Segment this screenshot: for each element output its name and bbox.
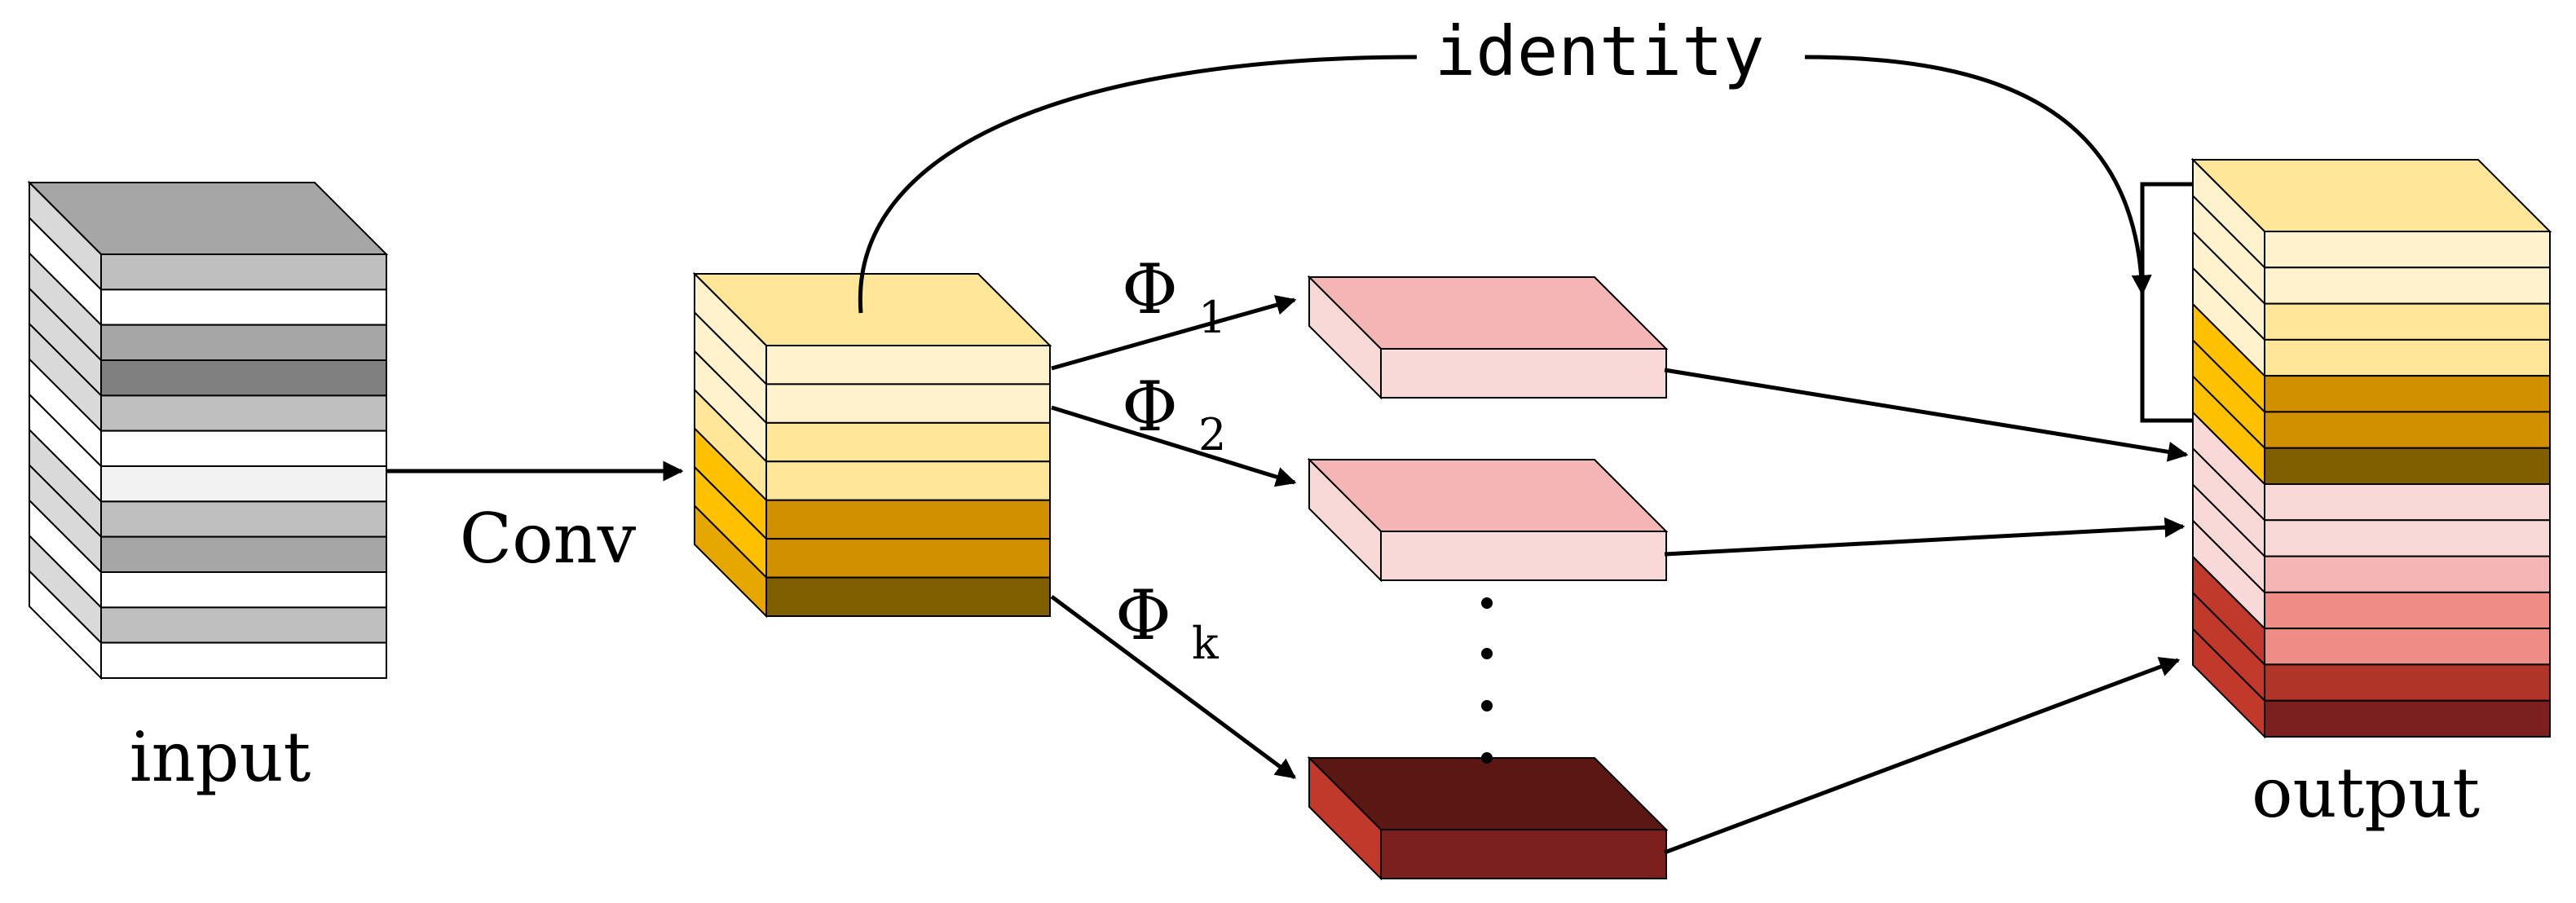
block-front-layer — [1380, 348, 1667, 399]
ellipsis-dot — [1481, 700, 1493, 711]
phi1-to-output-arrow — [1664, 368, 2189, 462]
conv-to-phik-arrow — [1050, 594, 1297, 780]
identity-concat-bracket — [2140, 182, 2193, 423]
block-front-layer — [2264, 447, 2551, 485]
block-front-layer — [765, 576, 1051, 617]
input-label: input — [130, 717, 311, 797]
block-front-layer — [100, 253, 387, 291]
block-front-layer — [765, 421, 1051, 463]
vertical-ellipsis — [1481, 597, 1493, 764]
ellipsis-dot — [1481, 648, 1493, 659]
block-front-layer — [2264, 302, 2551, 341]
block-front-layer — [100, 324, 387, 361]
conv-to-phi1-arrow — [1051, 295, 1297, 371]
output-tensor-block — [2190, 157, 2552, 739]
block-front-layer — [765, 345, 1051, 385]
phi1-label: Φ 1 — [1122, 249, 1226, 343]
phi1-symbol: Φ — [1122, 249, 1178, 329]
block-front-layer — [2264, 375, 2551, 413]
block-front-layer — [765, 538, 1051, 579]
phi1-subscript: 1 — [1198, 292, 1226, 343]
block-front-layer — [2264, 231, 2551, 269]
phi2-to-output-arrow — [1664, 517, 2186, 557]
block-front-layer — [2264, 338, 2551, 377]
block-front-layer — [100, 289, 387, 326]
block-front-layer — [100, 359, 387, 397]
phi2-subscript: 2 — [1198, 409, 1226, 460]
block-front-layer — [765, 383, 1051, 424]
block-front-layer — [2264, 663, 2551, 702]
phik-symbol: Φ — [1115, 575, 1171, 655]
phik-to-output-arrow — [1664, 657, 2181, 855]
conv-feature-block — [692, 271, 1052, 619]
block-front-layer — [100, 500, 387, 538]
block-front-layer — [2264, 591, 2551, 630]
conv-to-phi2-arrow — [1051, 405, 1297, 487]
block-front-layer — [2264, 555, 2551, 593]
ellipsis-dot — [1481, 597, 1493, 609]
phi2-label: Φ 2 — [1122, 367, 1226, 460]
block-front-layer — [100, 641, 387, 679]
block-front-layer — [2264, 628, 2551, 666]
identity-label: identity — [1435, 11, 1765, 91]
block-front-layer — [1380, 531, 1667, 581]
ellipsis-dot — [1481, 752, 1493, 764]
conv-label: Conv — [460, 499, 637, 579]
block-front-layer — [100, 465, 387, 503]
phi2-feature-block — [1307, 457, 1669, 583]
block-front-layer — [2264, 519, 2551, 557]
block-front-layer — [2264, 699, 2551, 738]
phi2-symbol: Φ — [1122, 367, 1178, 447]
output-label: output — [2252, 753, 2480, 833]
phik-label: Φ k — [1115, 575, 1220, 669]
block-front-layer — [2264, 483, 2551, 522]
block-front-layer — [100, 606, 387, 644]
identity-curve-right — [1804, 55, 2152, 296]
phik-feature-block — [1307, 755, 1669, 881]
block-front-layer — [765, 499, 1051, 540]
phi1-feature-block — [1307, 275, 1669, 400]
block-front-layer — [2264, 266, 2551, 305]
block-front-layer — [100, 535, 387, 573]
block-front-layer — [100, 429, 387, 467]
block-front-layer — [765, 460, 1051, 501]
block-front-layer — [1380, 829, 1667, 879]
input-tensor-block — [27, 180, 389, 681]
identity-curve-left — [858, 55, 1418, 314]
block-front-layer — [100, 394, 387, 432]
block-front-layer — [100, 571, 387, 609]
phik-subscript: k — [1192, 618, 1220, 669]
block-front-layer — [2264, 411, 2551, 449]
